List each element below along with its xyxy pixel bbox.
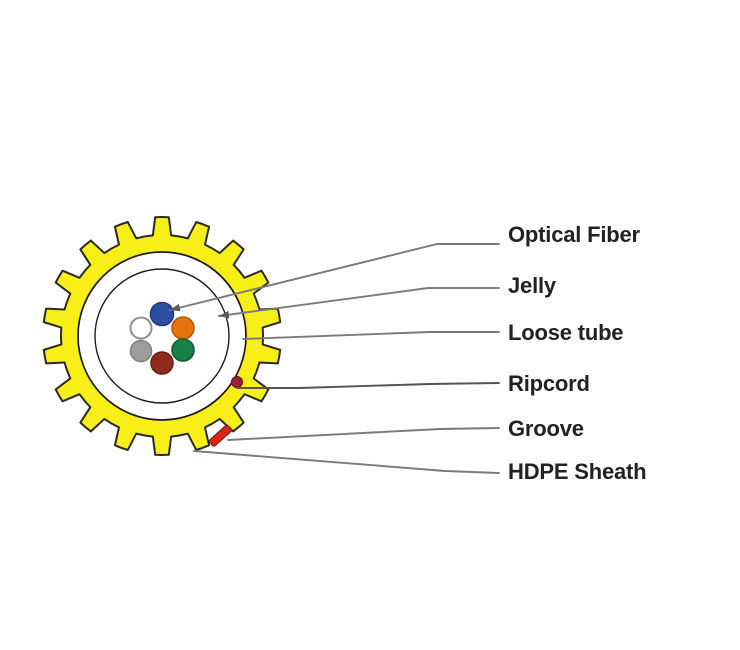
leader-line-groove [227, 427, 500, 441]
optical-fiber-green [171, 338, 195, 362]
arrowhead-optical-fiber [170, 303, 181, 312]
optical-fiber-white [129, 316, 153, 340]
leader-line-loose-tube [242, 331, 500, 340]
ripcord-dot [231, 376, 243, 388]
leader-line-hdpe-sheath [193, 450, 500, 474]
callout-label-ripcord: Ripcord [508, 370, 590, 396]
optical-fiber-gray [129, 339, 153, 363]
optical-fiber-orange [171, 316, 195, 340]
arrowhead-jelly [219, 310, 230, 319]
groove-strip [208, 424, 233, 447]
callout-label-optical-fiber: Optical Fiber [508, 221, 640, 247]
callout-label-groove: Groove [508, 415, 584, 441]
leader-line-ripcord [236, 382, 500, 389]
callout-label-hdpe-sheath: HDPE Sheath [508, 458, 647, 484]
optical-fiber-dark-red [150, 351, 174, 375]
loose-tube-inner-circle [94, 268, 230, 404]
callout-label-loose-tube: Loose tube [508, 319, 624, 345]
leader-line-jelly [218, 287, 500, 317]
leader-line-optical-fiber [169, 243, 500, 311]
fiber-bundle [129, 301, 195, 375]
leader-lines [169, 243, 500, 474]
optical-fiber-blue [149, 301, 175, 327]
callout-label-jelly: Jelly [508, 272, 556, 298]
